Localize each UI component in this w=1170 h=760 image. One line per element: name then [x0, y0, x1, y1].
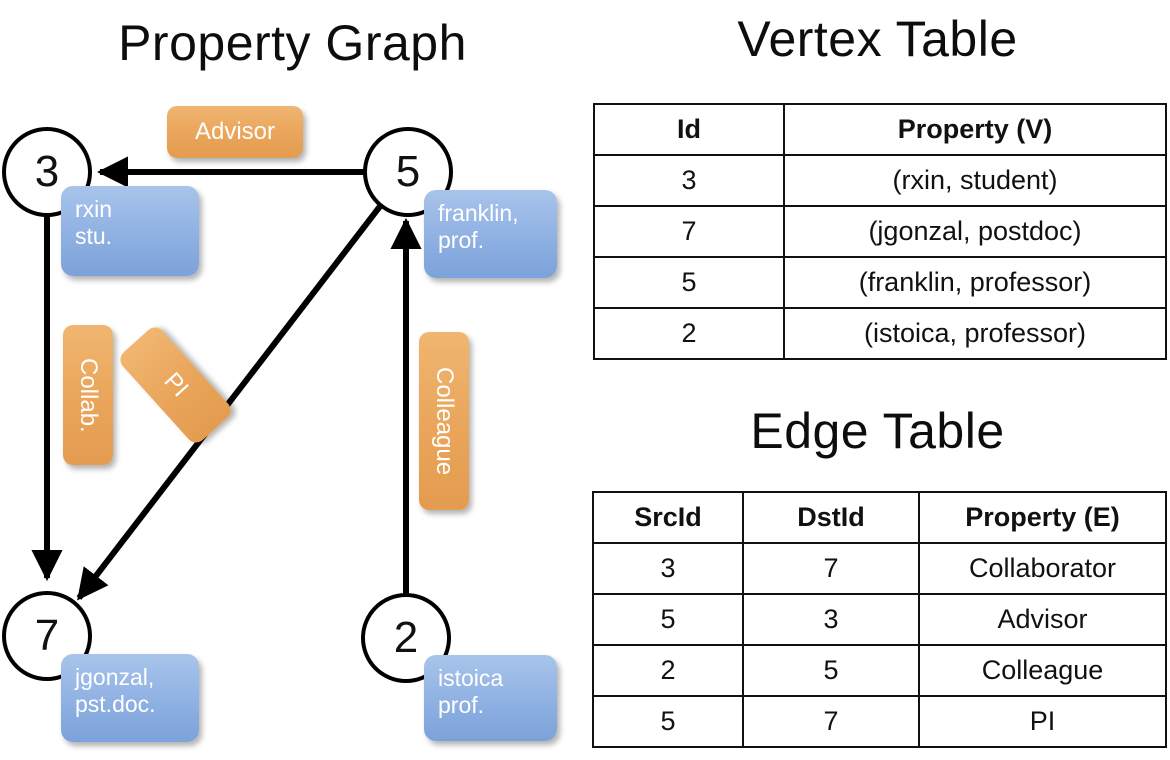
- edge-line-pi: [76, 203, 384, 601]
- table-row[interactable]: 5 3 Advisor: [592, 593, 1167, 646]
- vertex-property-istoica-line1: istoica: [438, 665, 504, 691]
- vertex-table-cell-property: (franklin, professor): [783, 256, 1167, 309]
- edge-table-cell-src: 5: [592, 695, 744, 748]
- edge-table-cell-property: Collaborator: [918, 542, 1167, 595]
- table-row[interactable]: 7 (jgonzal, postdoc): [593, 205, 1167, 258]
- table-row[interactable]: 3 7 Collaborator: [592, 542, 1167, 595]
- vertex-table-header-property: Property (V): [783, 103, 1167, 156]
- vertex-property-franklin-line1: franklin,: [438, 200, 519, 226]
- vertex-property-box-franklin[interactable]: franklin, prof.: [424, 190, 557, 278]
- edge-table-cell-dst: 7: [742, 695, 920, 748]
- edge-table-cell-property: Advisor: [918, 593, 1167, 646]
- edge-table-cell-dst: 3: [742, 593, 920, 646]
- vertex-table: Id Property (V) 3 (rxin, student) 7 (jgo…: [593, 103, 1167, 360]
- vertex-table-header-id: Id: [593, 103, 785, 156]
- edge-table-header-property: Property (E): [918, 491, 1167, 544]
- vertex-property-box-rxin[interactable]: rxin stu.: [61, 186, 199, 276]
- graph-node-7-label: 7: [34, 611, 60, 660]
- vertex-property-istoica-line2: prof.: [438, 692, 485, 719]
- table-row[interactable]: 5 7 PI: [592, 695, 1167, 748]
- edge-table-cell-dst: 7: [742, 542, 920, 595]
- edge-table-cell-dst: 5: [742, 644, 920, 697]
- vertex-table-cell-id: 3: [593, 154, 785, 207]
- vertex-table-header-row: Id Property (V): [593, 103, 1167, 156]
- page-title-property-graph: Property Graph: [118, 15, 467, 71]
- edge-table-header-dstid: DstId: [742, 491, 920, 544]
- edge-table-cell-property: PI: [918, 695, 1167, 748]
- edge-label-box-collab[interactable]: Collab.: [63, 325, 113, 465]
- edge-table-cell-src: 2: [592, 644, 744, 697]
- vertex-table-cell-property: (rxin, student): [783, 154, 1167, 207]
- edge-table-header-row: SrcId DstId Property (E): [592, 491, 1167, 544]
- edge-table-cell-src: 5: [592, 593, 744, 646]
- vertex-table-cell-id: 5: [593, 256, 785, 309]
- vertex-table-cell-id: 2: [593, 307, 785, 360]
- page-title-vertex-table: Vertex Table: [737, 11, 1018, 67]
- graph-node-5[interactable]: 5: [363, 127, 453, 217]
- vertex-property-rxin-line2: stu.: [75, 223, 113, 250]
- graph-node-5-label: 5: [395, 147, 421, 196]
- edge-table-cell-src: 3: [592, 542, 744, 595]
- edge-table-header-srcid: SrcId: [592, 491, 744, 544]
- property-graph-diagram: 3 5 7 2 rxin stu. franklin, prof. jgonza…: [2, 106, 557, 742]
- graph-node-3-label: 3: [34, 147, 60, 196]
- table-row[interactable]: 2 (istoica, professor): [593, 307, 1167, 360]
- table-row[interactable]: 2 5 Colleague: [592, 644, 1167, 697]
- vertex-property-box-jgonzal[interactable]: jgonzal, pst.doc.: [61, 654, 199, 742]
- edge-label-box-advisor[interactable]: Advisor: [167, 106, 303, 158]
- vertex-property-franklin-line2: prof.: [438, 227, 485, 254]
- table-row[interactable]: 3 (rxin, student): [593, 154, 1167, 207]
- vertex-property-box-istoica[interactable]: istoica prof.: [424, 655, 557, 741]
- table-row[interactable]: 5 (franklin, professor): [593, 256, 1167, 309]
- vertex-property-rxin-line1: rxin: [75, 196, 113, 222]
- vertex-property-jgonzal-line1: jgonzal,: [75, 664, 155, 690]
- edge-table-cell-property: Colleague: [918, 644, 1167, 697]
- edge-label-advisor: Advisor: [194, 118, 276, 145]
- edge-label-pi: PI: [158, 367, 194, 403]
- graph-node-2[interactable]: 2: [361, 593, 451, 683]
- vertex-table-cell-id: 7: [593, 205, 785, 258]
- edge-table: SrcId DstId Property (E) 3 7 Collaborato…: [592, 491, 1167, 748]
- vertex-table-cell-property: (jgonzal, postdoc): [783, 205, 1167, 258]
- edge-label-colleague: Colleague: [431, 366, 458, 476]
- edge-label-collab: Collab.: [75, 357, 102, 433]
- page-title-edge-table: Edge Table: [750, 403, 1005, 459]
- vertex-property-jgonzal-line2: pst.doc.: [75, 691, 156, 718]
- edge-label-box-colleague[interactable]: Colleague: [419, 332, 469, 510]
- graph-edges-layer: [31, 156, 422, 601]
- vertex-table-cell-property: (istoica, professor): [783, 307, 1167, 360]
- graph-node-2-label: 2: [393, 613, 419, 662]
